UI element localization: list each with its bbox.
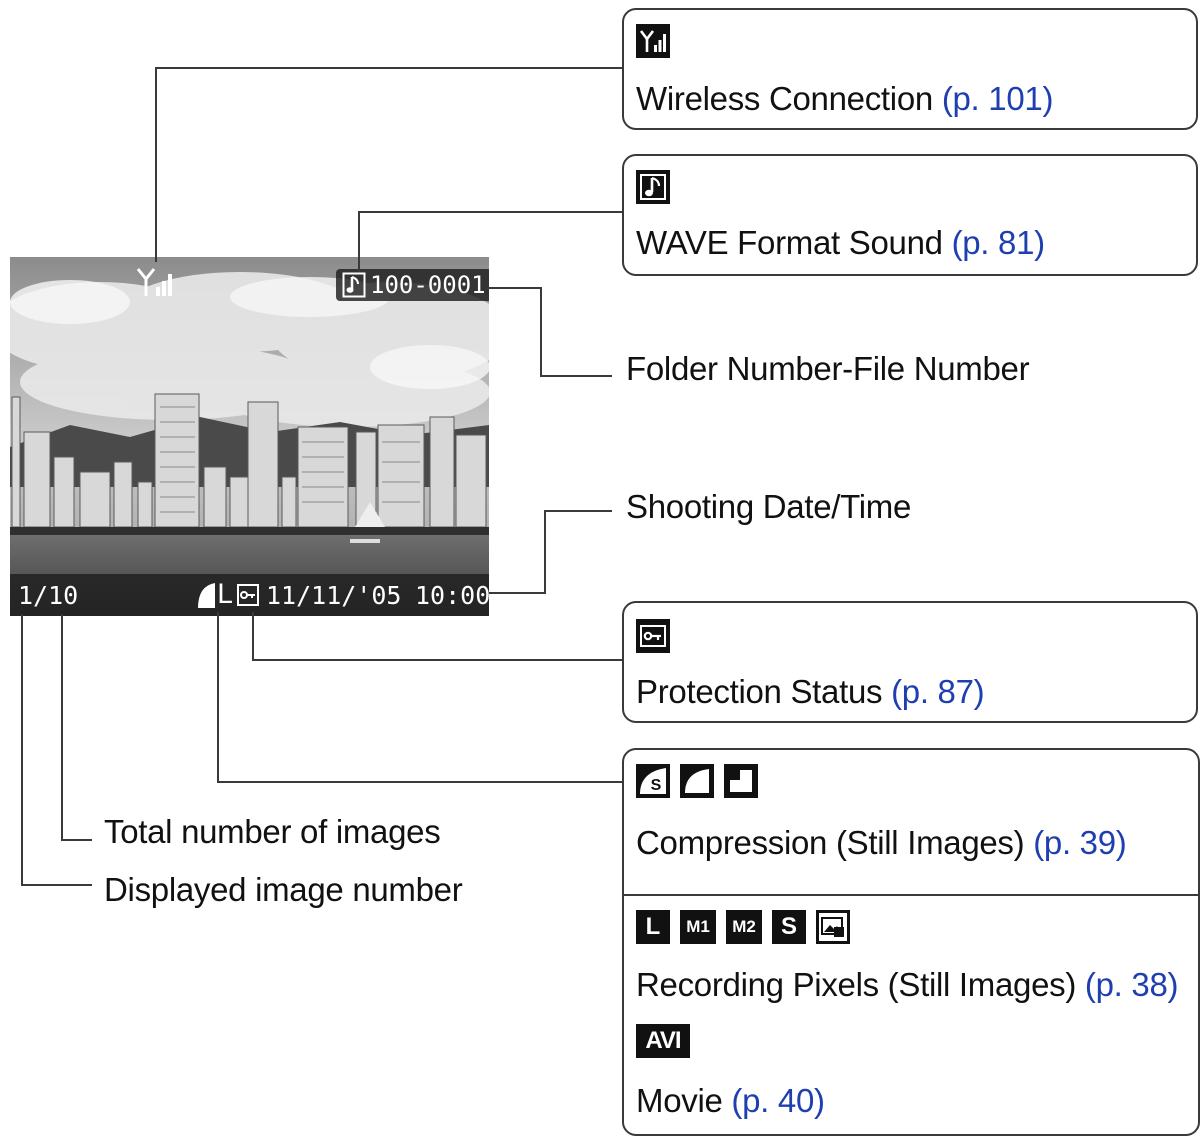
normal-icon xyxy=(724,764,758,798)
avi-movie-icon: AVI xyxy=(636,1024,690,1058)
medium2-pixels-icon: M2 xyxy=(726,910,762,944)
screen-recording-pixels: L xyxy=(217,579,233,610)
protection-page-ref[interactable]: (p. 87) xyxy=(891,673,985,710)
movie-label: Movie (p. 40) xyxy=(636,1082,825,1119)
key-icon xyxy=(636,619,670,653)
wireless-connection-label: Wireless Connection (p. 101) xyxy=(636,80,1054,117)
screen-antenna-icon xyxy=(136,268,172,296)
superfine-icon: S xyxy=(636,764,670,798)
screen-protection-icon xyxy=(237,584,259,606)
shooting-date-time-label: Shooting Date/Time xyxy=(626,488,912,525)
camera-playback-screen: 100-0001 1/10 L 11/11/'05 10:00 xyxy=(10,257,489,616)
antenna-signal-icon xyxy=(636,24,670,58)
large-pixels-icon: L xyxy=(636,910,670,944)
wave-sound-label: WAVE Format Sound (p. 81) xyxy=(636,224,1046,261)
total-images-label: Total number of images xyxy=(104,813,441,850)
small-pixels-icon: S xyxy=(772,910,806,944)
callout-wireless-connection: Wireless Connection (p. 101) xyxy=(622,8,1198,130)
music-note-icon xyxy=(636,170,670,204)
pixels-page-ref[interactable]: (p. 38) xyxy=(1084,966,1179,1003)
wireless-page-ref[interactable]: (p. 101) xyxy=(941,80,1054,117)
medium1-pixels-icon: M1 xyxy=(680,910,716,944)
folder-file-number-display: 100-0001 xyxy=(336,269,489,301)
compression-page-ref[interactable]: (p. 39) xyxy=(1033,824,1127,861)
folder-file-number: 100-0001 xyxy=(370,271,486,299)
screen-sound-icon xyxy=(342,272,366,298)
superfine-letter: S xyxy=(651,777,662,794)
compression-label: Compression (Still Images) (p. 39) xyxy=(636,824,1127,861)
displayed-image-label: Displayed image number xyxy=(104,871,463,908)
fine-icon xyxy=(680,764,714,798)
protection-status-label: Protection Status (p. 87) xyxy=(636,673,985,710)
screen-info-bar: 1/10 L 11/11/'05 10:00 xyxy=(10,574,489,616)
shooting-time: 10:00 xyxy=(415,581,489,610)
image-counter: 1/10 xyxy=(18,581,79,610)
folder-file-number-label: Folder Number-File Number xyxy=(626,350,1030,387)
callout-wave-sound: WAVE Format Sound (p. 81) xyxy=(622,154,1198,276)
postcard-icon xyxy=(816,910,850,944)
movie-page-ref[interactable]: (p. 40) xyxy=(731,1082,825,1119)
callout-protection-status: Protection Status (p. 87) xyxy=(622,601,1198,723)
callout-image-quality: S Compression (Still Images) (p. 39) L M… xyxy=(622,748,1200,1136)
city-skyline-photo xyxy=(10,257,489,616)
sound-page-ref[interactable]: (p. 81) xyxy=(951,224,1046,261)
screen-compression-icon xyxy=(198,583,215,608)
callout-divider xyxy=(624,894,1198,896)
recording-pixels-label: Recording Pixels (Still Images) (p. 38) xyxy=(636,966,1179,1003)
shooting-date: 11/11/'05 xyxy=(266,581,402,610)
